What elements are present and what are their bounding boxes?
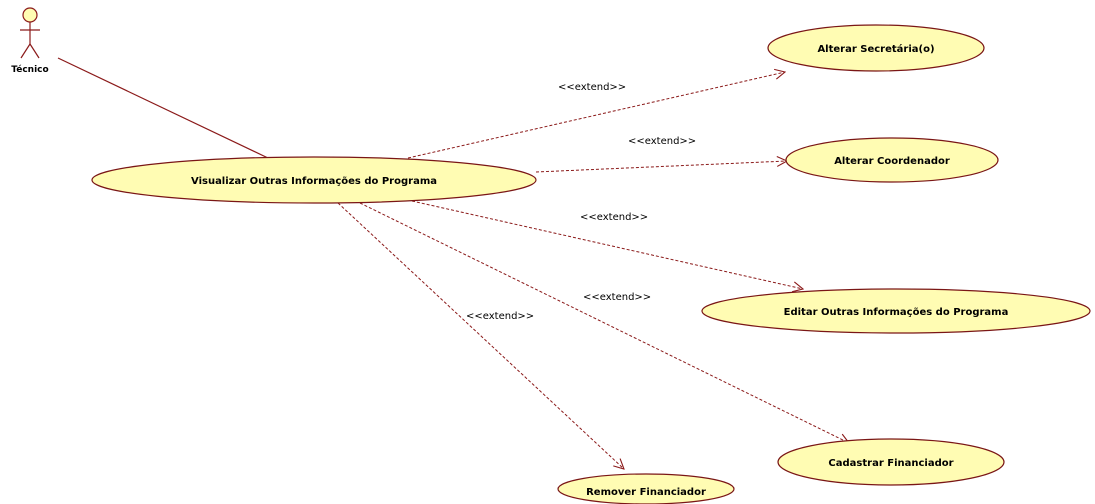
- usecase-visualizar-outras-informacoes[interactable]: Visualizar Outras Informações do Program…: [91, 156, 537, 204]
- extend-label: <<extend>>: [580, 212, 648, 223]
- association-line: [57, 57, 269, 159]
- extend-line-cadastrar-financiador: [359, 202, 849, 443]
- usecase-cadastrar-financiador[interactable]: Cadastrar Financiador: [777, 438, 1005, 486]
- extend-line-editar-outras: [411, 200, 803, 289]
- usecase-label: Remover Financiador: [586, 487, 706, 498]
- usecase-alterar-coordenador[interactable]: Alterar Coordenador: [785, 137, 999, 183]
- usecase-editar-outras-informacoes[interactable]: Editar Outras Informações do Programa: [701, 288, 1091, 334]
- usecase-label: Alterar Coordenador: [834, 156, 950, 167]
- extend-label: <<extend>>: [558, 82, 626, 93]
- actor-leg-left: [20, 43, 31, 59]
- usecase-label: Alterar Secretária(o): [817, 43, 934, 55]
- extend-line-alterar-coordenador: [535, 161, 787, 173]
- extend-label: <<extend>>: [628, 136, 696, 147]
- extend-label: <<extend>>: [466, 311, 534, 322]
- usecase-label: Editar Outras Informações do Programa: [784, 307, 1009, 318]
- extend-label: <<extend>>: [583, 292, 651, 303]
- actor-head-icon: [22, 7, 38, 23]
- extend-line-alterar-secretaria: [407, 72, 785, 159]
- actor-leg-right: [29, 43, 40, 59]
- usecase-label: Visualizar Outras Informações do Program…: [191, 176, 437, 187]
- usecase-label: Cadastrar Financiador: [828, 458, 953, 469]
- actor-tecnico[interactable]: Técnico: [11, 7, 49, 75]
- usecase-alterar-secretaria[interactable]: Alterar Secretária(o): [767, 24, 985, 72]
- extend-line-remover-financiador: [337, 202, 624, 469]
- actor-label: Técnico: [11, 64, 48, 75]
- usecase-remover-financiador[interactable]: Remover Financiador: [557, 473, 735, 504]
